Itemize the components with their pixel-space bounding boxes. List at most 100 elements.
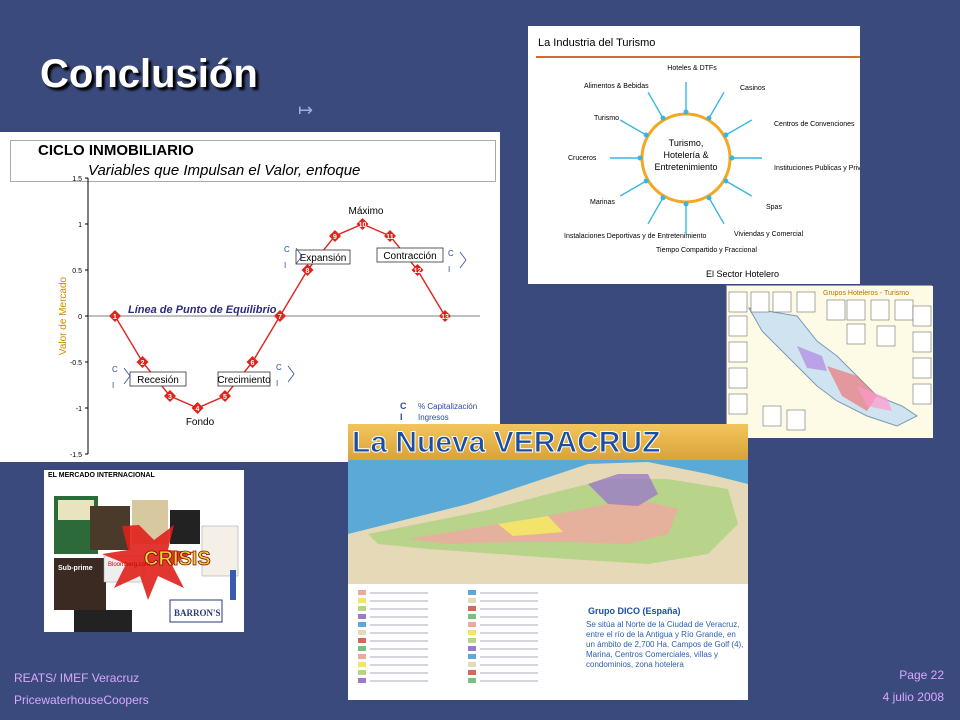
turismo-center-3: Entretenimiento	[654, 162, 717, 172]
ciclo-ci-recesion-arrow-icon	[123, 375, 131, 385]
turismo-spoke-dot	[660, 115, 666, 121]
turismo-diagram: La Industria del Turismo Turismo,Hoteler…	[536, 37, 876, 279]
turismo-spoke	[725, 119, 753, 136]
ciclo-point-label: 3	[168, 394, 172, 401]
turismo-title: La Industria del Turismo	[538, 37, 655, 49]
ciclo-ci-recesion-arrow-icon	[123, 367, 131, 377]
hoteles-map-panel: Grupos Hoteleros - Turismo	[726, 285, 933, 438]
ciclo-y-tick-label: -0.5	[70, 360, 82, 367]
veracruz-legend-swatch	[468, 598, 476, 603]
hotel-info-box	[728, 367, 748, 389]
hotel-info-box	[762, 405, 782, 427]
turismo-item: Spas	[766, 204, 782, 211]
ciclo-fondo-label: Fondo	[186, 417, 215, 428]
veracruz-legend-swatch	[358, 646, 366, 651]
turismo-spoke-dot	[683, 201, 689, 207]
ciclo-y-tick-label: 1	[78, 222, 82, 229]
ciclo-point	[136, 356, 149, 368]
veracruz-legend-swatch	[468, 590, 476, 595]
turismo-item: Alimentos & Bebidas	[584, 83, 649, 90]
ciclo-y-tick-label: -1.5	[70, 452, 82, 459]
ciclo-y-tick-label: 0.5	[72, 268, 82, 275]
veracruz-legend-swatch	[468, 606, 476, 611]
turismo-spoke-dot	[706, 115, 712, 121]
ciclo-maximo-label: Máximo	[348, 206, 383, 217]
hotel-info-box	[912, 383, 932, 405]
ciclo-y-tick-label: 0	[78, 314, 82, 321]
ciclo-legend-c: C	[400, 401, 407, 411]
veracruz-legend-swatch	[468, 638, 476, 643]
ciclo-point-label: 1	[113, 314, 117, 321]
ciclo-ci-expansion-arrow-icon	[295, 255, 303, 265]
hotel-info-box	[796, 291, 816, 313]
turismo-spoke-dot	[723, 132, 729, 138]
turismo-spoke	[647, 197, 664, 225]
hoteles-title: Grupos Hoteleros - Turismo	[823, 290, 909, 297]
turismo-item: Turismo	[594, 115, 619, 122]
grupo-dico: Grupo DICO (España)	[588, 606, 681, 616]
ciclo-ci-crecimiento-arrow-icon	[287, 373, 295, 383]
veracruz-legend-swatch	[358, 630, 366, 635]
turismo-panel: La Industria del Turismo Turismo,Hoteler…	[528, 26, 876, 284]
footer-date: 4 julio 2008	[882, 690, 944, 704]
ciclo-point	[329, 229, 341, 242]
veracruz-legend-swatch	[358, 654, 366, 659]
ciclo-legend-i: I	[400, 412, 403, 422]
ciclo-expansion-label-box	[295, 249, 351, 265]
footer-org: REATS/ IMEF Veracruz	[14, 671, 140, 685]
bloomberg-text: Bloomberg.com	[108, 562, 150, 568]
ciclo-point-label: 12	[414, 268, 422, 275]
mercado-title: EL MERCADO INTERNACIONAL	[48, 472, 155, 479]
ciclo-point-label: 6	[251, 360, 255, 367]
hotel-info-box	[846, 299, 866, 321]
turismo-item: Marinas	[590, 199, 615, 206]
hotel-info-box	[876, 325, 896, 347]
turismo-spoke	[725, 180, 753, 197]
hotel-info-box	[728, 341, 748, 363]
ciclo-point-label: 11	[386, 234, 394, 241]
crisis-burst-icon	[102, 525, 194, 600]
hotel-info-box	[750, 291, 770, 313]
ciclo-recesion-label: Recesión	[137, 375, 179, 386]
veracruz-legend-swatch	[358, 678, 366, 683]
mercado-collage: CRISIS Bloomberg.com BARRON'S Sub-prime	[54, 496, 239, 632]
ciclo-y-label: Valor de Mercado	[58, 276, 69, 355]
turismo-spoke-dot	[723, 178, 729, 184]
hotel-info-box	[912, 305, 932, 327]
ciclo-ci-crecimiento-i: I	[276, 379, 278, 388]
turismo-item: Instituciones Publicas y Privadas	[774, 165, 860, 172]
nueva-veracruz-panel: La Nueva VERACRUZ Grupo DICO (España) Se…	[348, 424, 748, 700]
hotel-info-box	[912, 331, 932, 353]
ciclo-ci-recesion-c: C	[112, 365, 118, 374]
veracruz-plan: La Nueva VERACRUZ Grupo DICO (España)	[348, 424, 748, 700]
ciclo-crecimiento-label: Crecimiento	[217, 375, 271, 386]
ciclo-point-label: 8	[306, 268, 310, 275]
turismo-spoke-dot	[660, 195, 666, 201]
ciclo-point	[164, 390, 176, 403]
ciclo-title-box	[10, 140, 496, 182]
veracruz-legend-swatch	[358, 590, 366, 595]
ciclo-point-label: 9	[333, 234, 337, 241]
turismo-item: Hoteles & DTFs	[667, 65, 717, 72]
turismo-item: Instalaciones Deportivas y de Entretenim…	[564, 233, 707, 240]
ciclo-point-label: 5	[223, 394, 227, 401]
ciclo-y-tick-label: -1	[76, 406, 82, 413]
veracruz-legend-swatch	[468, 646, 476, 651]
turismo-spoke	[708, 91, 725, 119]
veracruz-legend-swatch	[468, 678, 476, 683]
ciclo-point	[109, 310, 121, 322]
crisis-text: CRISIS	[144, 548, 211, 570]
ciclo-point	[246, 356, 259, 368]
hotel-info-box	[728, 291, 748, 313]
ciclo-ci-contraccion-arrow-icon	[459, 251, 467, 261]
turismo-center-2: Hotelería &	[663, 150, 708, 160]
turismo-spoke-dot	[637, 155, 643, 161]
hotel-info-box	[772, 291, 792, 313]
veracruz-legend-swatch	[358, 638, 366, 643]
ciclo-point	[219, 390, 231, 403]
veracruz-legend-swatch	[468, 662, 476, 667]
veracruz-legend-swatch	[358, 622, 366, 627]
veracruz-legend-swatch	[468, 670, 476, 675]
ciclo-ci-crecimiento-arrow-icon	[287, 365, 295, 375]
